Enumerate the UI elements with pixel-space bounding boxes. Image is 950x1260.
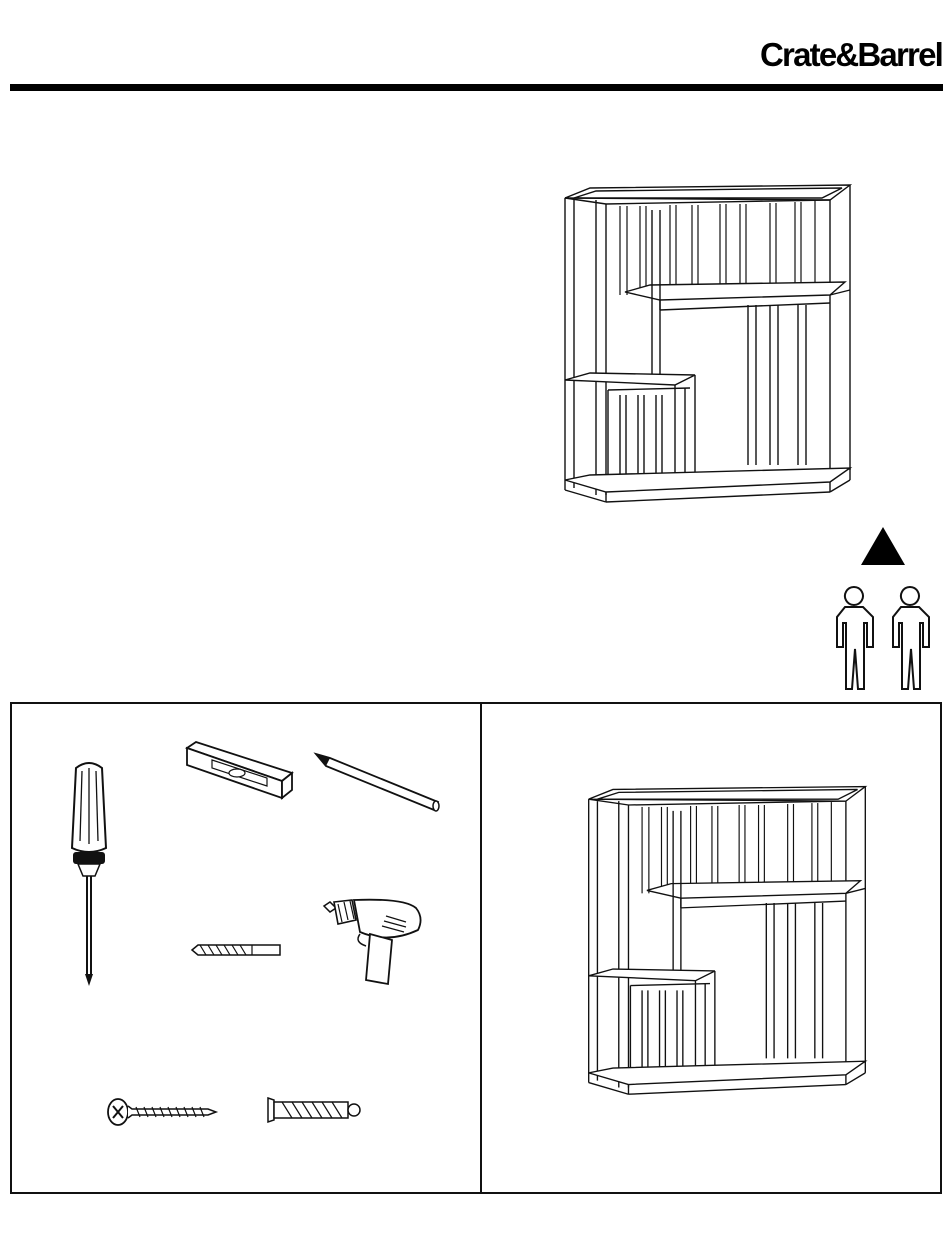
brand-logo: Crate&Barrel <box>760 38 942 71</box>
screw-icon <box>104 1097 219 1127</box>
warning-triangle-icon <box>859 525 907 567</box>
drill-bit-icon <box>190 942 285 958</box>
product-shelf-illustration <box>582 772 872 1102</box>
person-icon <box>827 583 882 693</box>
tools-panel <box>10 702 482 1194</box>
person-icon <box>883 583 938 693</box>
wall-anchor-icon <box>264 1094 364 1126</box>
header-divider <box>10 84 943 91</box>
hero-shelf-illustration <box>560 170 855 510</box>
product-panel <box>480 702 942 1194</box>
spirit-level-icon <box>182 738 297 803</box>
power-drill-icon <box>320 896 430 988</box>
pencil-icon <box>312 750 447 812</box>
two-person-warning <box>825 525 945 695</box>
screwdriver-icon <box>64 756 114 991</box>
